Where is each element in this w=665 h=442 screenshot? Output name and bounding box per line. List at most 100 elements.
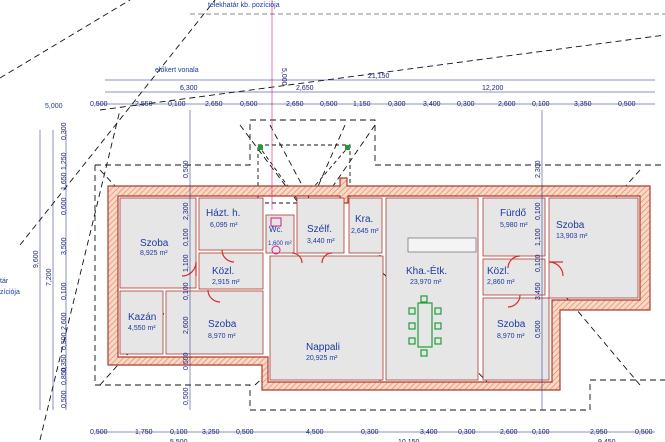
dim-top-9: 3,400 — [423, 101, 441, 108]
dim-bottom-4: 0,500 — [236, 429, 254, 436]
dim-inner-3: 1,100 — [183, 254, 190, 272]
dim-bottom-partial-1: 10,150 — [398, 439, 420, 442]
dim-left-b-0: 0,600 — [61, 197, 68, 215]
dim-left-a-1: 1,250 — [61, 152, 68, 170]
room-kazan-name: Kazán — [128, 312, 156, 323]
dimension-chains: 0,500 2,550 0,100 2,650 0,500 2,650 0,500 1,150… — [61, 101, 653, 442]
door-swings — [181, 249, 564, 308]
dim-inner-5: 2,600 — [183, 316, 190, 334]
dim-second-left: 6,300 — [180, 85, 198, 92]
dim-left-b-4: 0,500 — [61, 332, 68, 350]
room-khaetk-area: 23,970 m² — [410, 279, 442, 286]
dim-inner-8: 2,300 — [535, 160, 542, 178]
dim-top-2: 0,100 — [168, 101, 186, 108]
dim-inner-1: 2,300 — [183, 202, 190, 220]
dim-inner-11: 0,100 — [535, 254, 542, 272]
dim-inner-10: 1,100 — [535, 228, 542, 246]
vertical-offset-label: 5,000 — [280, 68, 287, 86]
room-fills — [119, 197, 639, 381]
dim-inner-9: 0,100 — [535, 202, 542, 220]
roof-vent-right — [345, 145, 350, 150]
dim-top-14: 0,500 — [618, 101, 636, 108]
room-kozl-1-area: 2,915 m² — [212, 279, 240, 286]
dim-top-13: 3,350 — [574, 101, 592, 108]
dim-inner-4: 0,100 — [183, 282, 190, 300]
property-line-label: telekhatár kb. pozíciója — [208, 2, 280, 9]
room-furdo-area: 5,980 m² — [500, 222, 528, 229]
room-szelf-area: 3,440 m² — [307, 238, 335, 245]
dim-left-a-2: 1,650 — [61, 172, 68, 190]
dim-bottom-1: 1,750 — [135, 429, 153, 436]
roof-vent-left — [258, 145, 263, 150]
front-garden-line-label: előkert vonala — [155, 67, 199, 74]
dim-top-0: 0,500 — [90, 101, 108, 108]
dim-second-right: 12,200 — [482, 85, 504, 92]
left-margin-label-2: zíciója — [0, 289, 20, 296]
dim-top-7: 1,150 — [353, 101, 371, 108]
dim-top-11: 2,600 — [498, 101, 516, 108]
room-khaetk-name: Kha.-Étk. — [406, 264, 447, 277]
dim-bottom-3: 3,250 — [202, 429, 220, 436]
dim-overall: 21,150 — [368, 73, 390, 80]
dim-left-a-0: 0,300 — [61, 122, 68, 140]
room-szoba-1-area: 8,925 m² — [140, 250, 168, 257]
room-hazt-name: Házt. h. — [206, 208, 240, 219]
room-szoba-4-area: 13,903 m² — [556, 233, 588, 240]
dim-inner-13: 0,500 — [535, 320, 542, 338]
room-szoba-2-name: Szoba — [208, 319, 237, 330]
room-kozl-1-name: Közl. — [212, 266, 234, 277]
dim-bottom-12: 0,500 — [635, 429, 653, 436]
room-szoba-3-name: Szoba — [497, 319, 526, 330]
dim-top-3: 2,650 — [205, 101, 223, 108]
dim-top-10: 0,300 — [457, 101, 475, 108]
dim-bottom-5: 4,500 — [306, 429, 324, 436]
dim-top-1: 2,550 — [135, 101, 153, 108]
room-kozl-2-name: Közl. — [487, 266, 509, 277]
dining-table — [408, 295, 442, 357]
room-hazt-area: 6,095 m² — [210, 222, 238, 229]
dim-top-5: 2,650 — [286, 101, 304, 108]
dim-second-mid: 2,650 — [296, 85, 314, 92]
dim-top-4: 0,500 — [240, 101, 258, 108]
dim-bottom-8: 0,300 — [458, 429, 476, 436]
room-szoba-1-name: Szoba — [140, 238, 169, 249]
room-nappali-area: 20,925 m² — [306, 355, 338, 362]
left-margin-label-1: tár — [0, 278, 9, 285]
kitchen-counter — [407, 237, 477, 253]
dim-bottom-10: 0,100 — [532, 429, 550, 436]
dim-top-8: 0,300 — [388, 101, 406, 108]
left-offset-label: 5,000 — [45, 103, 63, 110]
room-szoba-2-area: 8,970 m² — [208, 333, 236, 340]
dim-left-b-5: 0,350 — [61, 354, 68, 372]
room-kozl-2-area: 2,860 m² — [487, 279, 515, 286]
dim-inner-6: 0,500 — [183, 352, 190, 370]
room-nappali-name: Nappali — [306, 342, 340, 353]
dim-inner-7: 0,500 — [183, 387, 190, 405]
room-wc-name: Wc. — [269, 225, 283, 234]
room-szoba-4-name: Szoba — [556, 220, 585, 231]
room-kra-area: 2,645 m² — [351, 228, 379, 235]
dim-bottom-partial-2: 9,450 — [598, 439, 616, 442]
dim-top-6: 0,500 — [320, 101, 338, 108]
dim-inner-2: 0,100 — [183, 228, 190, 246]
text-layer: telekhatár kb. pozíciója előkert vonala … — [0, 2, 588, 362]
dim-inner-12: 3,450 — [535, 282, 542, 300]
wc-fixture — [270, 217, 282, 255]
dim-bottom-0: 0,500 — [90, 429, 108, 436]
dim-bottom-2: 0,100 — [170, 429, 188, 436]
room-kra-name: Kra. — [355, 214, 373, 225]
dim-bottom-7: 3,400 — [420, 429, 438, 436]
dim-bottom-partial-0: 5,500 — [170, 439, 188, 442]
dim-left-second: 7,200 — [46, 268, 53, 286]
dim-bottom-9: 2,600 — [500, 429, 518, 436]
dim-left-b-3: 2,600 — [61, 312, 68, 330]
room-szoba-3-area: 8,970 m² — [497, 333, 525, 340]
dim-left-b-7: 0,500 — [61, 390, 68, 408]
room-kazan-area: 4,550 m² — [128, 325, 156, 332]
dimension-lines — [39, 79, 655, 433]
room-szelf-name: Szélf. — [307, 224, 332, 235]
dim-bottom-6: 0,300 — [361, 429, 379, 436]
dim-left-b-2: 0,100 — [61, 282, 68, 300]
dim-bottom-11: 2,950 — [590, 429, 608, 436]
